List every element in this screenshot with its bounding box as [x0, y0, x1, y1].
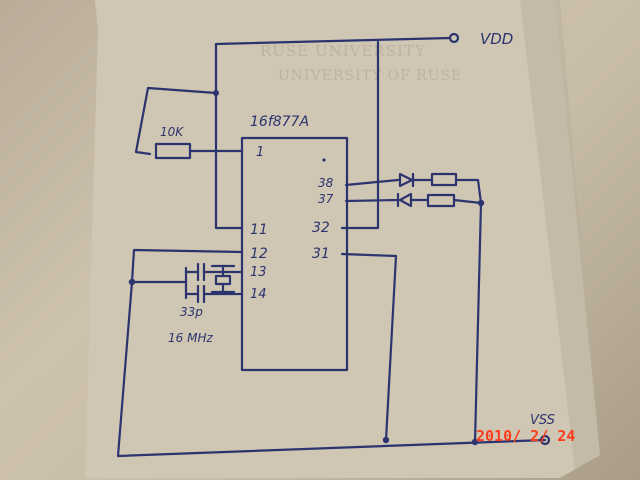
pin-12-label: 12 [250, 246, 268, 262]
date-stamp: 2010/ 2/ 24 [476, 427, 575, 445]
pin-13-label: 13 [250, 265, 267, 280]
pin-37-label: 37 [318, 192, 334, 206]
cap-2 [184, 284, 244, 304]
chip-label: 16f877A [250, 114, 309, 130]
crystal-label: 16 MHz [168, 331, 213, 345]
watermark-line-1: RUSE UNIVERSITY [260, 42, 426, 60]
cap-1 [184, 262, 244, 282]
pin-1-label: 1 [256, 145, 264, 160]
vdd-label: VDD [480, 30, 513, 48]
capacitor-label: 33p [180, 305, 203, 319]
led-outputs [344, 172, 485, 444]
vss-label: VSS [530, 413, 555, 428]
resistor-label: 10K [160, 125, 184, 139]
vdd-rail [213, 32, 460, 230]
oscillator [128, 262, 244, 304]
pin-14-label: 14 [250, 287, 267, 302]
paper-sheet [85, 0, 600, 478]
pin-38-label: 38 [318, 176, 334, 190]
watermark-line-2: UNIVERSITY OF RUSE [278, 68, 462, 84]
pin-31-label: 31 [312, 246, 330, 262]
reset-network [134, 86, 244, 160]
pin-11-label: 11 [250, 222, 268, 238]
pin-32-label: 32 [312, 220, 330, 236]
paper-shadow [520, 0, 600, 470]
vss-rail [116, 248, 551, 458]
